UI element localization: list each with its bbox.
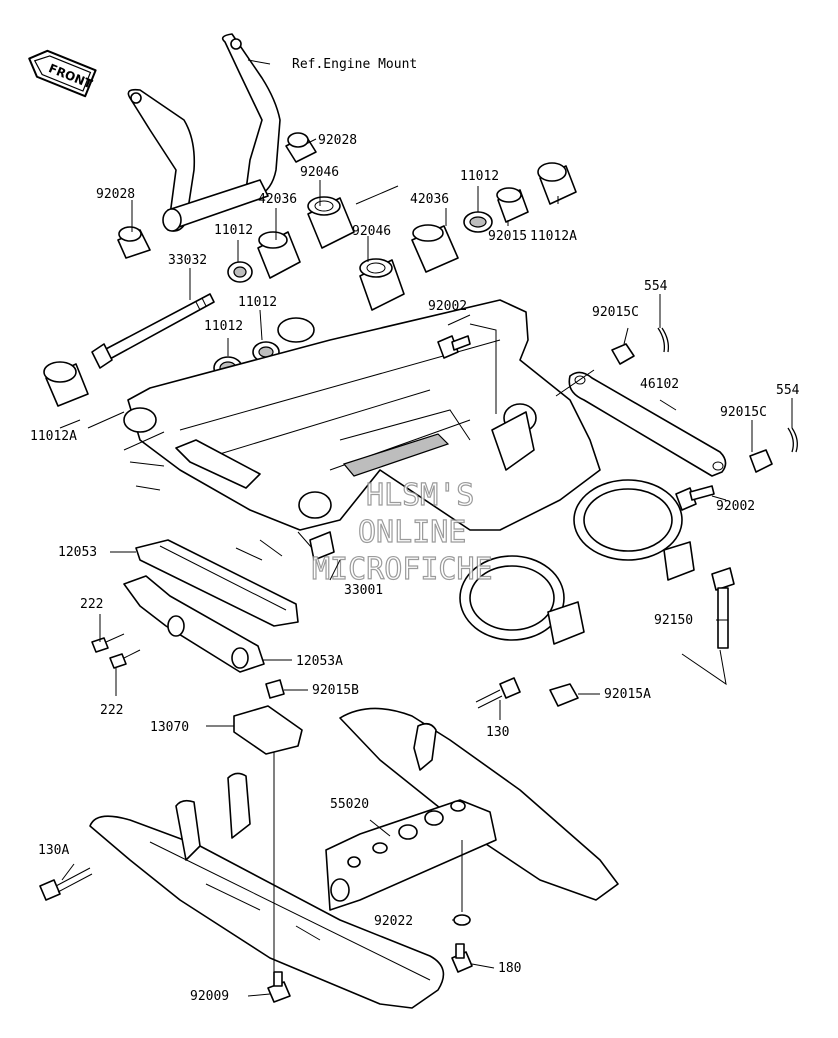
part-label-33001: 33001 <box>344 583 383 598</box>
washer-92022 <box>453 914 471 926</box>
watermark: HLSM'S ONLINE MICROFICHE <box>311 477 493 587</box>
part-label-55020: 55020 <box>330 797 369 812</box>
watermark-line-1: HLSM'S <box>366 478 474 513</box>
cotter-pin-554-upper <box>657 327 670 353</box>
pivot-shaft-33032 <box>91 293 215 369</box>
bush-92015 <box>496 187 529 223</box>
part-label-92150: 92150 <box>654 613 693 628</box>
front-arrow-icon: FRONT <box>28 49 97 98</box>
bolt-130A <box>39 867 93 901</box>
part-label-12053: 12053 <box>58 545 97 560</box>
part-label-92022: 92022 <box>374 914 413 929</box>
part-label-11012-a: 11012 <box>460 169 499 184</box>
part-label-92015: 92015 <box>488 229 527 244</box>
collar-92015B <box>265 679 285 699</box>
part-label-92009: 92009 <box>190 989 229 1004</box>
part-label-11012A-a: 11012A <box>530 229 577 244</box>
seal-11012-left-upper <box>227 261 253 283</box>
part-label-33032: 33032 <box>168 253 207 268</box>
nut-92015C-lower <box>749 449 773 473</box>
sleeve-42036-right <box>411 224 459 273</box>
bolt-92002-lower <box>675 485 715 511</box>
part-label-180: 180 <box>498 961 521 976</box>
part-label-92046-a: 92046 <box>300 165 339 180</box>
leader-lines <box>59 59 793 997</box>
part-label-92002-a: 92002 <box>428 299 467 314</box>
cap-11012A-left <box>43 361 89 407</box>
part-label-42036-a: 42036 <box>258 192 297 207</box>
collar-92028-left <box>117 226 151 259</box>
chain-guide-12053A <box>123 575 265 673</box>
part-label-554-b: 554 <box>776 383 800 398</box>
part-label-554-a: 554 <box>644 279 668 294</box>
part-label-92046-b: 92046 <box>352 224 391 239</box>
part-label-130A: 130A <box>38 843 69 858</box>
part-labels: Ref.Engine Mount 92028 92028 92046 92046… <box>30 57 800 1004</box>
part-label-92015C-b: 92015C <box>720 405 767 420</box>
part-label-92002-b: 92002 <box>716 499 755 514</box>
part-label-11012-d: 11012 <box>204 319 243 334</box>
watermark-line-3: MICROFICHE <box>312 552 493 587</box>
bolt-92009 <box>267 971 291 1003</box>
engine-mount-bracket <box>127 33 281 232</box>
part-label-46102: 46102 <box>640 377 679 392</box>
part-label-11012A-b: 11012A <box>30 429 77 444</box>
lower-chain-guard <box>89 772 445 1009</box>
part-label-11012-c: 11012 <box>238 295 277 310</box>
bolt-92150 <box>711 567 735 649</box>
block-13070 <box>233 705 303 755</box>
part-label-92015C-a: 92015C <box>592 305 639 320</box>
nut-92015A <box>549 683 579 707</box>
tie-rod-46102 <box>568 371 727 477</box>
ref-engine-mount-label: Ref.Engine Mount <box>292 57 417 72</box>
part-label-92028-b: 92028 <box>96 187 135 202</box>
part-label-42036-b: 42036 <box>410 192 449 207</box>
part-label-92028-a: 92028 <box>318 133 357 148</box>
part-label-11012-b: 11012 <box>214 223 253 238</box>
part-label-222-b: 222 <box>100 703 123 718</box>
part-label-92015B: 92015B <box>312 683 359 698</box>
collar-92028-right <box>285 132 317 163</box>
chain-slipper-12053 <box>135 539 299 627</box>
cap-11012A-right <box>537 162 577 205</box>
needle-bearing-92046-lower <box>359 258 405 311</box>
part-label-222-a: 222 <box>80 597 103 612</box>
seal-11012-top-right <box>463 211 493 233</box>
nut-92015C-upper <box>611 343 635 365</box>
sleeve-42036-left <box>257 231 301 279</box>
chain-case-55020 <box>325 707 619 911</box>
needle-bearing-92046-upper <box>307 196 355 249</box>
part-label-92015A: 92015A <box>604 687 651 702</box>
screw-222-lower <box>109 649 141 669</box>
part-label-130: 130 <box>486 725 509 740</box>
swing-arm-33001 <box>123 299 695 645</box>
bolt-130 <box>475 677 521 709</box>
bolt-92002-upper <box>437 335 471 359</box>
watermark-line-2: ONLINE <box>358 515 466 550</box>
screw-222-upper <box>91 633 125 653</box>
part-label-13070: 13070 <box>150 720 189 735</box>
part-label-12053A: 12053A <box>296 654 343 669</box>
cotter-pin-554-lower <box>787 427 798 453</box>
bolt-180 <box>451 943 473 973</box>
